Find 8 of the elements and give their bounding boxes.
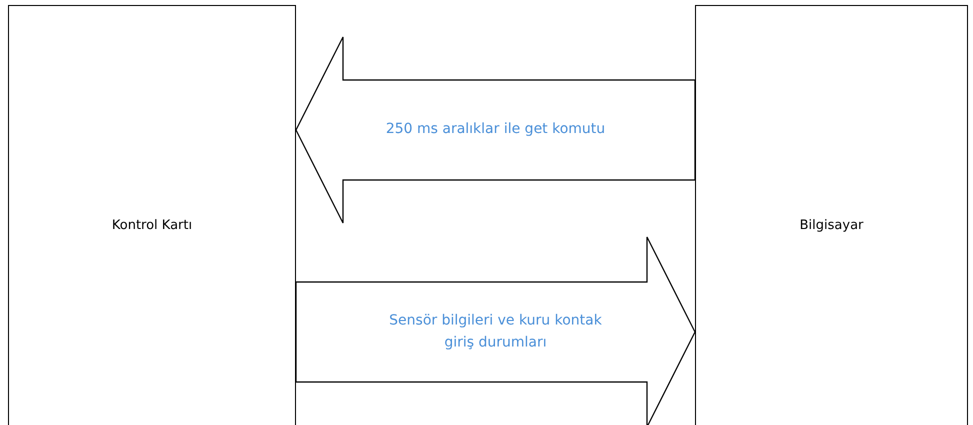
block-arrow	[295, 236, 696, 425]
box-label: Bilgisayar	[800, 218, 864, 232]
box-label: Kontrol Kartı	[112, 218, 192, 232]
edge-label: 250 ms aralıklar ile get komutu	[384, 120, 606, 140]
block-box	[8, 5, 296, 425]
block-arrow	[295, 36, 696, 224]
block-box	[695, 5, 968, 425]
edge-label: Sensör bilgileri ve kuru kontak giriş durumları	[388, 311, 603, 352]
